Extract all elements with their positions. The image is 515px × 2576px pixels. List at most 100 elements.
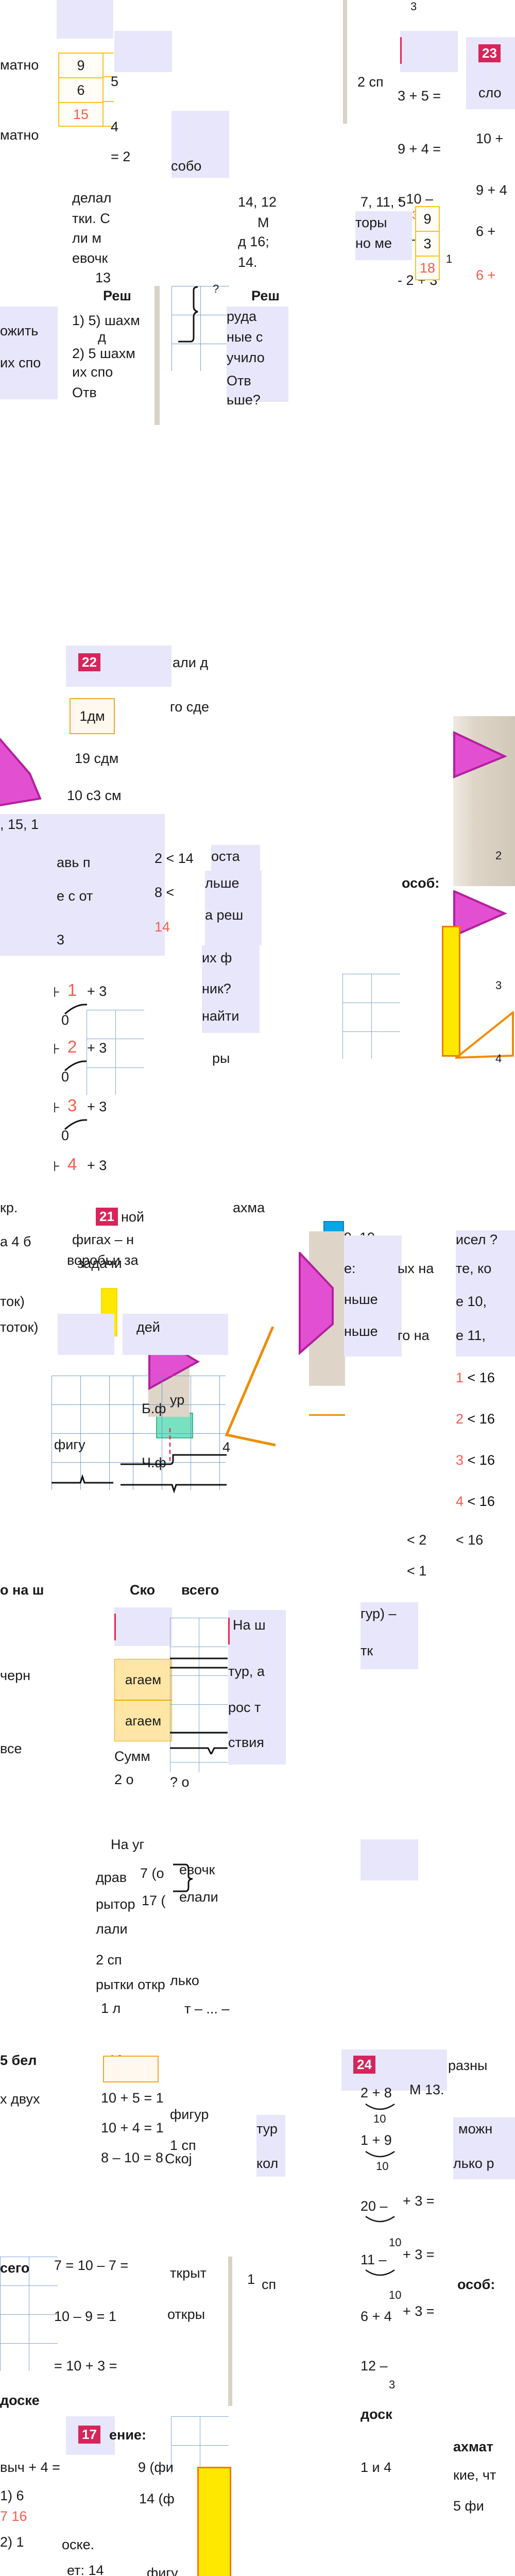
highlight-block-nik bbox=[202, 945, 260, 1033]
right-table-cell-3: 18 bbox=[415, 256, 440, 280]
fraction-num-2: 2 bbox=[67, 1037, 77, 1056]
text-osta: оста bbox=[211, 849, 240, 864]
text-nye-s: ные с bbox=[227, 329, 263, 345]
list-item-1b: д bbox=[98, 329, 106, 345]
text-nshe-2: ньше bbox=[344, 1324, 378, 1339]
list-answer: Отв bbox=[72, 385, 97, 400]
text-truda: руда bbox=[227, 309, 257, 324]
equation-top-2: 9 + 4 = bbox=[398, 141, 441, 157]
highlight-block-lozhit bbox=[0, 307, 58, 399]
grid-paper-6 bbox=[170, 1618, 228, 1772]
text-bolshe: льше bbox=[205, 875, 239, 891]
task24-row-4: 11 – bbox=[360, 2252, 387, 2267]
text-nash: На ш bbox=[233, 1617, 266, 1633]
badge-17: 17 bbox=[78, 2426, 100, 2444]
text-delal: делал bbox=[72, 190, 112, 206]
text-14-red: 14 bbox=[154, 919, 170, 935]
task24-tie-3 bbox=[365, 2215, 395, 2223]
text-vych4: выч + 4 = bbox=[0, 2460, 60, 2475]
task24-plus3a: + 3 = bbox=[403, 2193, 435, 2209]
text-chern: черн bbox=[0, 1668, 31, 1683]
text-13: 13 bbox=[95, 270, 111, 285]
task24-under-1: 10 bbox=[373, 2112, 386, 2125]
top-table-cell-3: 15 bbox=[58, 102, 104, 127]
text-figu-21: фигу bbox=[54, 1437, 85, 1452]
text-m: М bbox=[258, 215, 269, 230]
top-table-cell-1: 9 bbox=[58, 53, 104, 77]
task24-row-3: 20 – bbox=[360, 2198, 388, 2214]
text-uchilo: учило bbox=[227, 350, 265, 365]
text-figah: фигах – н bbox=[72, 1232, 134, 1247]
ineq-2: 2 < 16 bbox=[456, 1411, 495, 1427]
text-2lt14: 2 < 14 bbox=[154, 851, 194, 866]
grid-paper-1 bbox=[171, 286, 229, 371]
highlight-block-gur bbox=[360, 1602, 418, 1669]
title-fragment-1: матно bbox=[0, 57, 39, 73]
badge-23: 23 bbox=[478, 44, 501, 62]
highlight-block-dey bbox=[123, 1314, 228, 1355]
text-9fi: 9 (фи bbox=[138, 2460, 174, 2475]
text-d16: д 16; bbox=[238, 234, 269, 249]
text-n3: 3 bbox=[57, 932, 65, 947]
text-8lt: 8 < bbox=[154, 885, 175, 900]
red-caret-skolko bbox=[114, 1614, 116, 1640]
top-right-small-3: 3 bbox=[410, 0, 417, 13]
title-fragment-3: собо bbox=[171, 158, 202, 174]
task24-under-2: 10 bbox=[376, 2160, 389, 2173]
text-7o: 7 (о bbox=[140, 1866, 164, 1881]
task24-row-2: 1 + 9 bbox=[360, 2132, 392, 2148]
text-rytki: рытки откр bbox=[96, 1977, 165, 1992]
text-lali: лали bbox=[96, 1921, 128, 1937]
text-17: 17 ( bbox=[142, 1893, 166, 1908]
title-fragment-2: матно bbox=[0, 127, 39, 143]
text-sposob: особ: bbox=[402, 875, 440, 891]
highlight-block-list15 bbox=[0, 814, 165, 956]
right-table: 9 3 18 bbox=[415, 206, 446, 281]
yellow-box-1 bbox=[442, 926, 460, 1057]
top-table-right-label-1: 5 bbox=[111, 74, 119, 89]
text-vorobi: воробьи за bbox=[67, 1252, 139, 1268]
fragment-9plus4: 9 + 4 bbox=[476, 182, 507, 198]
text-tur-a: тур, а bbox=[228, 1664, 265, 1679]
fraction-tie-2 bbox=[64, 1060, 88, 1072]
pink-quadrilateral-1 bbox=[0, 737, 42, 807]
ineq-lt1: < 16 bbox=[456, 1532, 484, 1548]
text-skoj: Ској bbox=[165, 2151, 192, 2166]
ineq-1: 1 < 16 bbox=[456, 1370, 495, 1385]
text-resh2: Реш bbox=[251, 288, 280, 303]
text-ali-d: али д bbox=[173, 655, 209, 670]
text-resh: Реш bbox=[103, 288, 131, 303]
text-ros-t: рос т bbox=[228, 1700, 261, 1715]
brace-1 bbox=[178, 286, 198, 343]
text-devochk: евочк bbox=[72, 250, 108, 266]
yellow-box-3 bbox=[197, 2467, 231, 2576]
text-ihspo: их спо bbox=[0, 355, 41, 370]
highlight-block-top-1 bbox=[57, 0, 113, 39]
grid-paper-5 bbox=[133, 1376, 226, 1490]
text-list-1515: , 15, 1 bbox=[0, 817, 39, 832]
box-10ot bbox=[103, 2056, 159, 2082]
list-item-2: 2) 5 шахм bbox=[72, 346, 135, 361]
red-caret-nash bbox=[228, 1618, 230, 1645]
text-figur-c: фигур bbox=[170, 2107, 209, 2122]
count-row-2: 10 + 4 = 1 bbox=[101, 2120, 164, 2136]
highlight-block-mozhn bbox=[453, 2117, 515, 2179]
text-1sp-c: 1 сп bbox=[170, 2138, 196, 2153]
orange-pointer-1 bbox=[225, 1327, 276, 1447]
highlight-block-tory bbox=[355, 211, 412, 260]
text-1)6: 1) 6 bbox=[0, 2488, 24, 2503]
text-ellipsis: т – ... – bbox=[184, 2001, 230, 2016]
text-question-sc: ? о bbox=[170, 1774, 190, 1790]
grid-paper-2 bbox=[342, 974, 400, 1059]
text-nome: но ме bbox=[355, 235, 392, 251]
count-row-3: 8 – 10 = 8 bbox=[101, 2150, 163, 2165]
text-esot: е с от bbox=[57, 888, 93, 904]
text-7115: 7, 11, 5 bbox=[360, 194, 406, 210]
top-table: 9 6 15 bbox=[58, 53, 114, 127]
task21-bracket-diagram bbox=[52, 1427, 227, 1494]
text-1l: 1 л bbox=[101, 2001, 121, 2016]
fraction-tie-1 bbox=[64, 1004, 88, 1015]
fraction-num-4: 4 bbox=[67, 1155, 77, 1174]
label-2sp-top: 2 сп bbox=[357, 74, 384, 90]
magenta-quad-2 bbox=[299, 1252, 334, 1355]
